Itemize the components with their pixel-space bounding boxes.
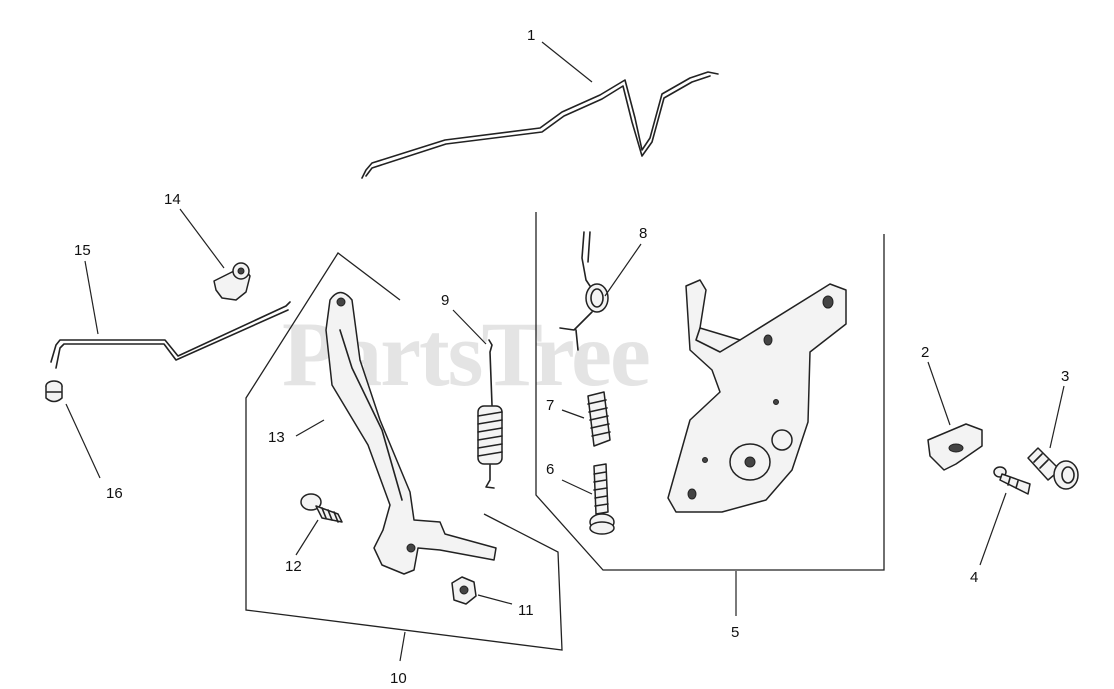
part-3-bolt[interactable] [1027, 447, 1079, 490]
callout-3: 3 [1061, 368, 1069, 385]
part-2-clip[interactable] [927, 423, 983, 471]
part-8-spring[interactable] [559, 231, 609, 351]
part-14-clip[interactable] [213, 262, 251, 301]
callout-16: 16 [106, 485, 123, 502]
part-6-screw[interactable] [589, 463, 615, 535]
callout-5: 5 [731, 624, 739, 641]
callout-4: 4 [970, 569, 978, 586]
callout-14: 14 [164, 191, 181, 208]
part-4-bolt[interactable] [993, 466, 1031, 495]
callout-7: 7 [546, 397, 554, 414]
part-13-lever[interactable] [325, 291, 497, 575]
callout-10: 10 [390, 670, 407, 687]
callout-6: 6 [546, 461, 554, 478]
callout-8: 8 [639, 225, 647, 242]
callout-2: 2 [921, 344, 929, 361]
part-16-grommet[interactable] [45, 380, 63, 403]
frame-part-5 [535, 212, 885, 571]
part-11-nut[interactable] [451, 576, 477, 605]
callout-1: 1 [527, 27, 535, 44]
callout-9: 9 [441, 292, 449, 309]
part-15-rod[interactable] [50, 301, 291, 369]
callout-13: 13 [268, 429, 285, 446]
part-7-spring[interactable] [587, 391, 611, 447]
callout-12: 12 [285, 558, 302, 575]
callout-11: 11 [518, 602, 534, 619]
part-9-spring[interactable] [477, 339, 503, 489]
leader-lines [65, 41, 1065, 662]
callout-15: 15 [74, 242, 91, 259]
frame-part-10 [245, 252, 563, 651]
part-5-plate[interactable] [667, 279, 847, 513]
callout-numbers: 1 2 3 4 5 6 7 8 9 10 11 12 13 14 15 16 [74, 27, 1069, 687]
part-12-bolt[interactable] [300, 493, 343, 523]
part-1-rod[interactable] [361, 71, 719, 179]
